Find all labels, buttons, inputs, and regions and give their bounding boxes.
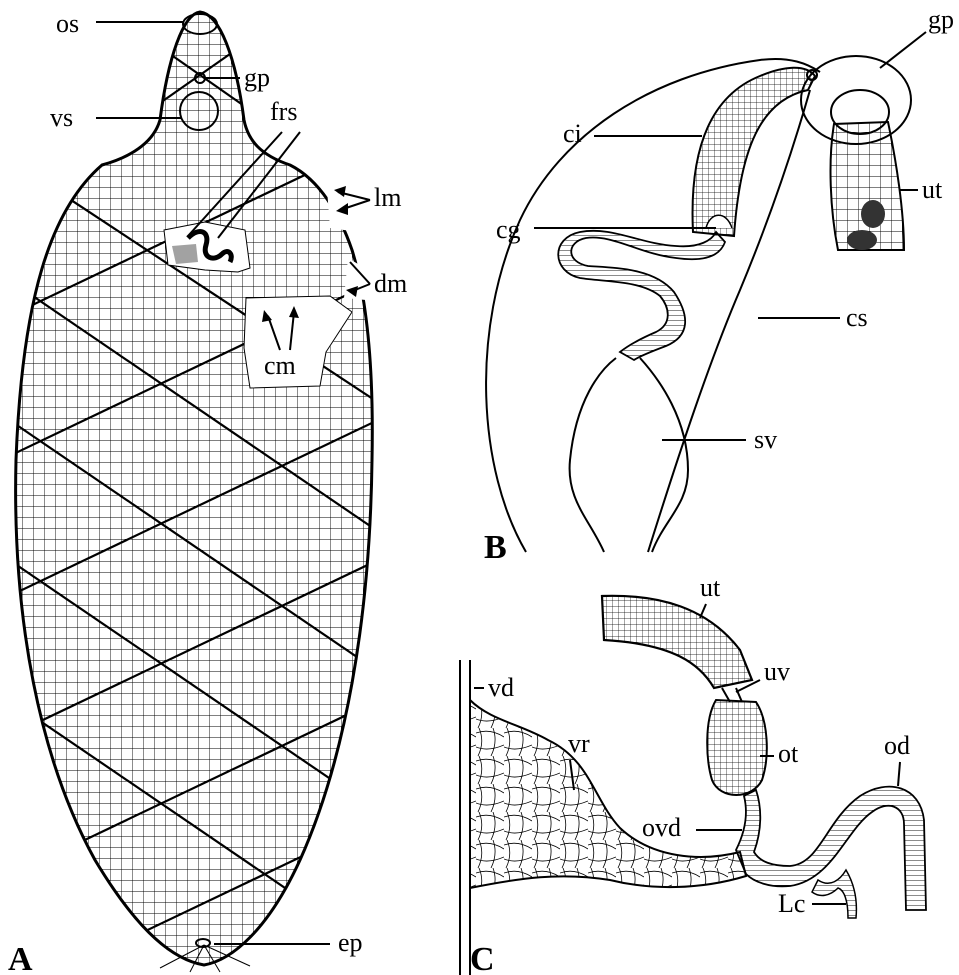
cirrus xyxy=(693,68,815,236)
egg-1 xyxy=(861,200,885,228)
label-lm: lm xyxy=(374,183,401,212)
panel-label-a: A xyxy=(8,941,33,975)
label-cs: cs xyxy=(846,303,868,332)
panel-a-body xyxy=(0,12,420,975)
label-vd: vd xyxy=(488,673,514,702)
label-ci: ci xyxy=(563,119,582,148)
panel-label-c: C xyxy=(470,941,495,975)
label-ep: ep xyxy=(338,928,363,957)
vitelline-reservoir xyxy=(470,700,746,888)
panel-c-drawing xyxy=(460,596,926,975)
label-uv: uv xyxy=(764,657,790,686)
label-ot: ot xyxy=(778,739,799,768)
uterus-c xyxy=(602,596,752,688)
panel-b-labels: gp ci ut cg cs sv B xyxy=(484,5,954,566)
label-ut-c: ut xyxy=(700,573,721,602)
label-od: od xyxy=(884,731,910,760)
label-frs: frs xyxy=(270,97,297,126)
label-ut-b: ut xyxy=(922,175,943,204)
ejaculatory-duct xyxy=(558,231,725,360)
label-cm: cm xyxy=(264,351,296,380)
label-vr: vr xyxy=(568,729,590,758)
panel-label-b: B xyxy=(484,529,507,566)
frs-stipple xyxy=(172,244,198,264)
label-gp-b: gp xyxy=(928,5,954,34)
laurers-canal xyxy=(812,870,856,918)
vitelline-duct xyxy=(460,660,470,975)
lm-window xyxy=(326,176,358,232)
label-vs: vs xyxy=(50,103,73,132)
ootype xyxy=(707,700,767,795)
label-Lc: Lc xyxy=(778,889,805,918)
label-cg: cg xyxy=(496,215,521,244)
seminal-vesicle xyxy=(570,358,688,552)
label-sv: sv xyxy=(754,425,777,454)
label-gp-a: gp xyxy=(244,63,270,92)
label-ovd: ovd xyxy=(642,813,681,842)
cirrus-sac-outline xyxy=(486,59,820,552)
label-os: os xyxy=(56,9,79,38)
label-dm: dm xyxy=(374,269,407,298)
egg-2 xyxy=(847,230,877,250)
